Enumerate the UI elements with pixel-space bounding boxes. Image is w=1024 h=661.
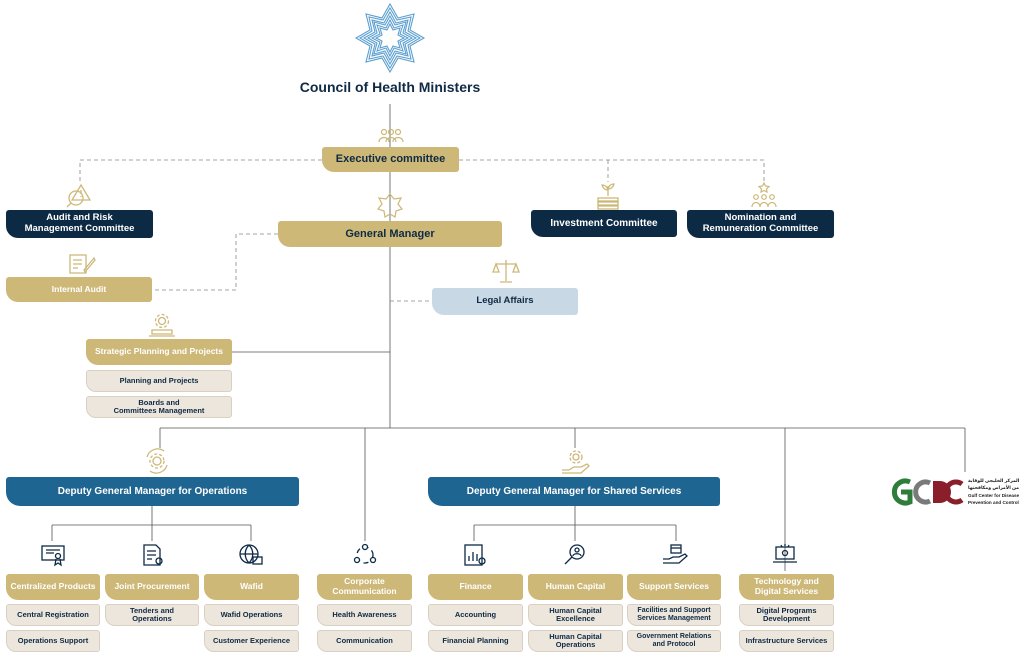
dept-finance[interactable]: Finance [428, 574, 523, 600]
people-star-icon [751, 182, 777, 208]
item-customer-experience[interactable]: Customer Experience [204, 630, 299, 652]
hand-box-icon [663, 544, 688, 564]
line-shared-branches [473, 505, 677, 541]
item-infrastructure-services[interactable]: Infrastructure Services [739, 630, 834, 652]
bar-chart-report-icon [464, 544, 486, 566]
star-emblem-icon [354, 2, 426, 74]
dept-human-capital[interactable]: Human Capital [528, 574, 623, 600]
internal-audit-box[interactable]: Internal Audit [6, 277, 152, 302]
investment-committee-box[interactable]: Investment Committee [531, 210, 677, 237]
item-central-registration[interactable]: Central Registration [6, 604, 100, 626]
item-accounting[interactable]: Accounting [428, 604, 523, 626]
laptop-gear-icon [773, 544, 797, 563]
scales-risk-icon [66, 183, 92, 208]
gear-cycle-icon [146, 448, 168, 474]
legal-affairs-box[interactable]: Legal Affairs [432, 288, 578, 315]
item-human-capital-operations[interactable]: Human Capital Operations [528, 630, 623, 652]
item-digital-programs[interactable]: Digital Programs Development [739, 604, 834, 626]
document-edit-icon [69, 254, 96, 274]
gear-hand-icon [562, 450, 590, 474]
nomination-committee-box[interactable]: Nomination and Remuneration Committee [687, 210, 834, 238]
dgm-shared-services-box[interactable]: Deputy General Manager for Shared Servic… [428, 477, 720, 506]
boards-committees-box[interactable]: Boards and Committees Management [86, 396, 232, 418]
item-communication[interactable]: Communication [317, 630, 412, 652]
dept-wafid[interactable]: Wafid [204, 574, 299, 600]
item-financial-planning[interactable]: Financial Planning [428, 630, 523, 652]
general-manager-box[interactable]: General Manager [278, 221, 502, 247]
item-wafid-operations[interactable]: Wafid Operations [204, 604, 299, 626]
dgm-operations-box[interactable]: Deputy General Manager for Operations [6, 477, 299, 506]
search-person-icon [564, 544, 585, 565]
logo-arabic-line1: المركز الخليجي للوقاية [968, 478, 1020, 483]
audit-risk-committee-box[interactable]: Audit and Risk Management Committee [6, 210, 153, 238]
page-title: Council of Health Ministers [299, 79, 481, 96]
dash-exec-audit [79, 159, 322, 184]
dept-technology-digital[interactable]: Technology and Digital Services [739, 574, 834, 600]
item-facilities-support[interactable]: Facilities and Support Services Manageme… [627, 604, 721, 626]
gcdc-logo [891, 478, 964, 506]
logo-english-line1: Gulf Center for Disease [968, 493, 1020, 498]
item-government-relations[interactable]: Government Relations and Protocol [627, 630, 721, 652]
dept-centralized-products[interactable]: Centralized Products [6, 574, 100, 600]
executive-committee-box[interactable]: Executive committee [322, 147, 459, 172]
line-ops-branches [51, 505, 252, 541]
group-icon [378, 128, 404, 143]
contract-icon [143, 544, 163, 566]
globe-case-icon [239, 544, 263, 565]
star-outline-icon [377, 193, 403, 218]
item-human-capital-excellence[interactable]: Human Capital Excellence [528, 604, 623, 626]
network-circle-icon [353, 543, 377, 564]
dash-gm-audit [152, 233, 278, 291]
certificate-icon [41, 545, 65, 567]
justice-scale-icon [492, 260, 520, 283]
item-operations-support[interactable]: Operations Support [6, 630, 100, 652]
dept-joint-procurement[interactable]: Joint Procurement [105, 574, 199, 600]
logo-english-line2: Prevention and Control [968, 500, 1019, 505]
strategic-planning-box[interactable]: Strategic Planning and Projects [86, 339, 232, 365]
dash-exec-right [459, 159, 765, 182]
planning-projects-box[interactable]: Planning and Projects [86, 370, 232, 392]
dept-support-services[interactable]: Support Services [627, 574, 721, 600]
item-tenders-operations[interactable]: Tenders and Operations [105, 604, 199, 626]
item-health-awareness[interactable]: Health Awareness [317, 604, 412, 626]
gear-laptop-icon [149, 313, 175, 337]
plant-coins-icon [597, 183, 619, 210]
dept-corporate-communication[interactable]: Corporate Communication [317, 574, 412, 600]
logo-arabic-line2: من الأمراض ومكافحتها [968, 485, 1020, 490]
